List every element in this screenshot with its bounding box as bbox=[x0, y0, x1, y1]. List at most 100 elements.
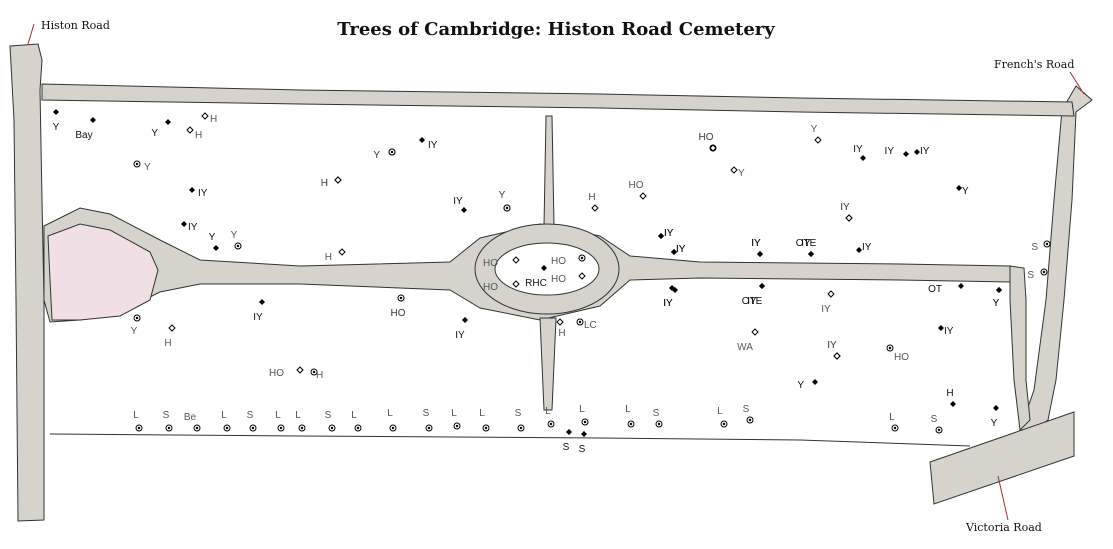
tree-symbol-filled bbox=[581, 431, 587, 437]
tree-label: IY bbox=[676, 244, 686, 255]
victoria-road-label: Victoria Road bbox=[965, 521, 1042, 534]
tree-marker: LC bbox=[576, 318, 597, 331]
top-path bbox=[41, 83, 1075, 117]
tree-label: L bbox=[451, 408, 457, 419]
tree-label: IY bbox=[827, 340, 837, 351]
tree-label: IY bbox=[455, 330, 465, 341]
frenchs-road-callout bbox=[1069, 71, 1085, 95]
tree-symbol-filled bbox=[914, 149, 920, 155]
tree-marker: S bbox=[931, 414, 943, 434]
tree-symbol-ring bbox=[298, 424, 306, 432]
tree-label: H bbox=[195, 130, 202, 141]
tree-symbol-filled bbox=[90, 117, 96, 123]
tree-symbol-filled bbox=[462, 317, 468, 323]
tree-symbol-ring bbox=[223, 424, 231, 432]
tree-label: HO bbox=[551, 256, 566, 267]
tree-symbol-open bbox=[751, 328, 759, 336]
tree-marker: HO bbox=[699, 132, 717, 152]
tree-marker: Y bbox=[131, 314, 141, 337]
tree-label: S bbox=[653, 408, 660, 419]
tree-label: HO bbox=[551, 274, 566, 285]
tree-symbol-open bbox=[730, 166, 738, 174]
tree-symbol-ring bbox=[165, 424, 173, 432]
tree-marker: L bbox=[387, 408, 397, 432]
central-circle-inner bbox=[494, 242, 600, 296]
tree-label: L bbox=[275, 410, 281, 421]
tree-symbol-ring bbox=[886, 344, 894, 352]
tree-label: Y bbox=[993, 298, 1000, 309]
tree-symbol-ring bbox=[234, 242, 242, 250]
tree-label: HO bbox=[483, 282, 498, 293]
tree-marker: S bbox=[579, 431, 587, 455]
tree-symbol-open bbox=[168, 324, 176, 332]
tree-symbol-filled bbox=[938, 325, 944, 331]
tree-label: Y bbox=[231, 230, 238, 241]
tree-label: Y bbox=[991, 418, 998, 429]
tree-marker: H bbox=[946, 388, 956, 407]
tree-symbol-ring bbox=[547, 420, 555, 428]
tree-marker: RHC bbox=[525, 265, 547, 289]
tree-label: IY bbox=[751, 238, 761, 249]
tree-marker: S bbox=[423, 408, 433, 432]
tree-symbol-filled bbox=[993, 405, 999, 411]
tree-symbol-filled bbox=[672, 287, 678, 293]
tree-symbol-ring bbox=[1043, 240, 1051, 248]
victoria-road bbox=[929, 411, 1075, 505]
tree-label: S bbox=[579, 444, 586, 455]
tree-marker: L bbox=[133, 410, 143, 432]
tree-symbol-filled bbox=[541, 265, 547, 271]
tree-label: S bbox=[423, 408, 430, 419]
tree-symbol-ring bbox=[578, 254, 586, 262]
tree-marker: H bbox=[588, 192, 599, 212]
tree-marker: L bbox=[451, 408, 461, 430]
tree-marker: HO bbox=[483, 280, 520, 293]
tree-label: L bbox=[717, 406, 723, 417]
tree-label: RHC bbox=[525, 278, 547, 289]
tree-label: HO bbox=[699, 132, 714, 143]
tree-label: H bbox=[316, 370, 323, 381]
tree-marker: IY bbox=[663, 287, 678, 309]
tree-marker: IY bbox=[885, 146, 909, 157]
tree-label: H bbox=[558, 328, 565, 339]
bottom-boundary bbox=[49, 433, 971, 447]
tree-marker: IY bbox=[181, 221, 198, 233]
tree-marker: S bbox=[515, 408, 525, 432]
histon-road-label: Histon Road bbox=[41, 19, 110, 32]
tree-marker: L bbox=[275, 410, 285, 432]
tree-symbol-open bbox=[556, 318, 564, 326]
tree-symbol-filled bbox=[996, 287, 1002, 293]
tree-symbol-open bbox=[186, 126, 194, 134]
tree-symbol-ring bbox=[249, 424, 257, 432]
tree-symbol-filled bbox=[419, 137, 425, 143]
tree-marker: L bbox=[717, 406, 728, 428]
tree-marker: S bbox=[1027, 268, 1048, 281]
tree-label: IY bbox=[747, 296, 757, 307]
tree-marker: L bbox=[579, 404, 589, 426]
tree-label: Y bbox=[993, 298, 1000, 309]
tree-marker: S bbox=[563, 429, 572, 453]
tree-label: HO bbox=[391, 308, 406, 319]
tree-marker: IY bbox=[856, 242, 872, 253]
tree-marker: HO bbox=[391, 294, 406, 319]
tree-marker: L bbox=[221, 410, 231, 432]
tree-symbol-ring bbox=[891, 424, 899, 432]
tree-label: H bbox=[588, 192, 595, 203]
tree-marker: H bbox=[556, 318, 566, 339]
tree-marker: IY bbox=[914, 146, 930, 157]
tree-label: OTE bbox=[742, 296, 763, 307]
tree-label: S bbox=[163, 410, 170, 421]
tree-label: Y bbox=[811, 124, 818, 135]
tree-marker: HO bbox=[483, 256, 520, 269]
tree-label: Y bbox=[131, 326, 138, 337]
tree-symbol-filled bbox=[808, 251, 814, 257]
tree-symbol-open bbox=[338, 248, 346, 256]
tree-label: IY bbox=[885, 146, 895, 157]
tree-marker: Y bbox=[993, 287, 1002, 309]
tree-label: IY bbox=[453, 196, 463, 207]
tree-symbol-ring bbox=[310, 368, 318, 376]
histon-road bbox=[9, 43, 45, 522]
tree-marker: Y bbox=[499, 190, 511, 212]
tree-symbol-filled bbox=[259, 299, 265, 305]
victoria-road-callout bbox=[997, 475, 1009, 521]
